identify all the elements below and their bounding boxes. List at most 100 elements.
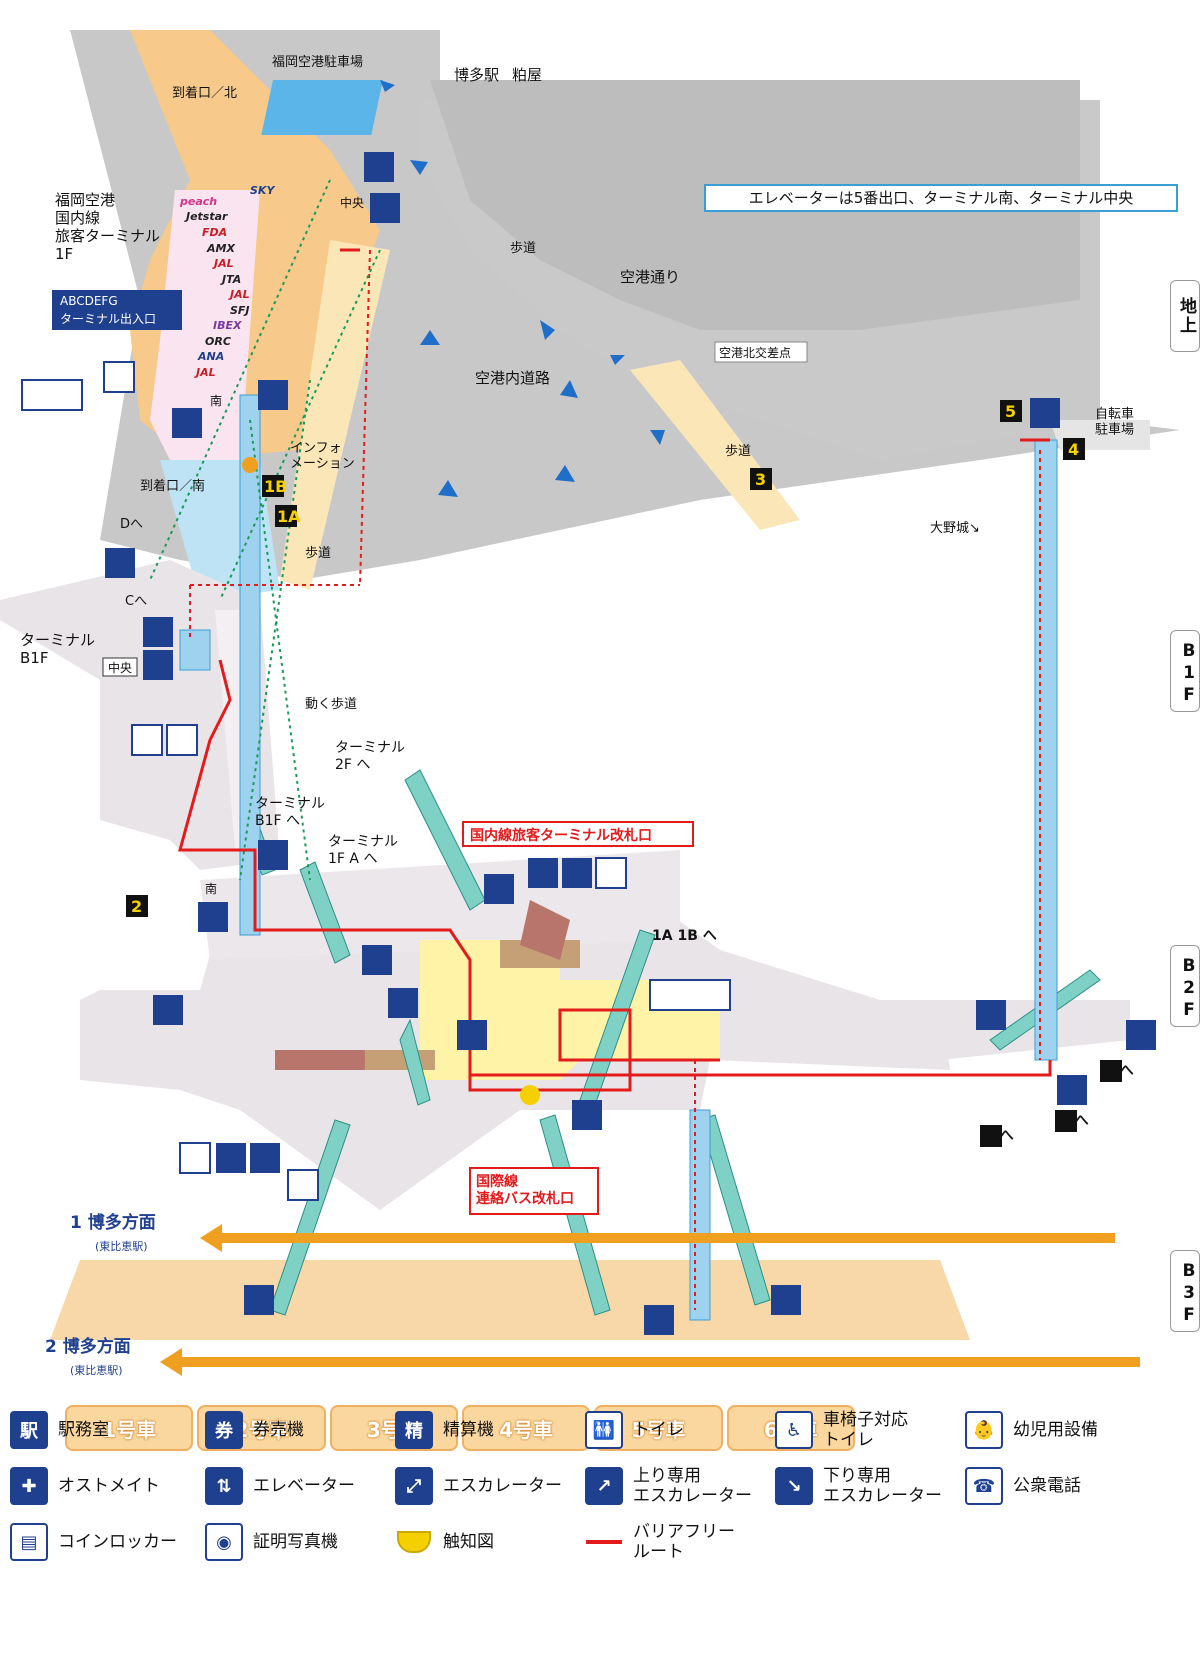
legend-label: 券売機 [253, 1420, 304, 1440]
airline-label: peach [179, 195, 217, 208]
photo-booth-icon [179, 1142, 211, 1174]
legend-item: ♿車椅子対応 トイレ [775, 1408, 908, 1452]
floor-tab-b1: B1F [1170, 630, 1200, 712]
legend-label: 精算機 [443, 1420, 494, 1440]
legend-item: 🚻トイレ [585, 1408, 684, 1452]
exit-1a: 1A [277, 507, 301, 526]
map-icons [21, 152, 1156, 1335]
airline-label: ANA [197, 350, 224, 363]
airline-label: JAL [212, 257, 234, 270]
south-label-1f: 南 [210, 393, 222, 408]
parking-label: 福岡空港駐車場 [272, 55, 363, 70]
kasuya-label: 粕屋 [512, 66, 542, 84]
elevator-icon [258, 380, 288, 410]
airline-label: ORC [205, 335, 231, 348]
down-escalator-icon: ↘ [775, 1467, 813, 1505]
car-box: 3号車 [329, 1405, 458, 1451]
airline-label: FDA [202, 226, 227, 239]
domestic-gate-box [462, 821, 694, 847]
airline-label: SFJ [230, 304, 250, 317]
toilet-icon [131, 724, 163, 756]
guide-dotted-lines [149, 179, 381, 881]
phone-icon [595, 857, 627, 889]
tactile-map-icon [520, 1085, 540, 1105]
legend-label: 駅務室 [58, 1420, 109, 1440]
legend-label: 幼児用設備 [1013, 1420, 1098, 1440]
fare-adjust-icon [388, 988, 418, 1018]
terminal-curb [150, 190, 260, 470]
track1-label: 1 博多方面 [70, 1212, 156, 1233]
intl-gate-box [469, 1167, 599, 1215]
baby-icon: 👶 [965, 1411, 1003, 1449]
elevator-icon [143, 650, 173, 680]
down-escalator-icon [244, 1285, 274, 1315]
wheelchair-icon [166, 724, 198, 756]
legend-item: ↗上り専用 エスカレーター [585, 1464, 752, 1508]
south-b2f-label: 南 [205, 881, 217, 896]
ticket-machine-icon: 券 [205, 1411, 243, 1449]
track-arrows [160, 1224, 1140, 1376]
ostomate-icon: ✚ [10, 1467, 48, 1505]
photo-booth-icon: ◉ [205, 1523, 243, 1561]
escalators [239, 769, 1101, 1316]
center-b1f-box [102, 657, 138, 677]
bike-parking-label: 自転車駐車場 [1095, 407, 1134, 438]
sidewalk-label-2: 歩道 [305, 546, 331, 561]
car-box: 1号車 [65, 1405, 194, 1451]
wheelchair-icon: ♿ [775, 1411, 813, 1449]
moving-walk-label: 動く歩道 [305, 697, 357, 712]
exit-3: 3 [755, 470, 766, 489]
entrances-caption: ターミナル出入口 [60, 312, 156, 326]
legend-item: ◉証明写真機 [205, 1520, 338, 1564]
exit-4: 4 [1068, 440, 1079, 459]
sidewalk-strip-left [280, 240, 390, 590]
center-label-1f: 中央 [340, 195, 364, 210]
car-box: 4号車 [461, 1405, 591, 1451]
exit-2: 2 [131, 897, 142, 916]
escalator-icon [172, 408, 202, 438]
legend-item: 触知図 [395, 1520, 494, 1564]
elevator-icon [198, 902, 228, 932]
phone-icon: ☎ [965, 1467, 1003, 1505]
domestic-gate-label: 国内線旅客ターミナル改札口 [470, 827, 652, 844]
intersection-box [714, 341, 808, 363]
down-escalator-icon [976, 1000, 1006, 1030]
barrier-free-route [178, 248, 1052, 1092]
to-c-label: Cへ [125, 594, 147, 609]
tactile-map-icon [395, 1523, 433, 1561]
sidewalk-label-3: 歩道 [725, 444, 751, 459]
barrier-free-route-icon [585, 1523, 623, 1561]
toilet-icon-b2f [649, 979, 731, 1011]
legend-item: 精精算機 [395, 1408, 494, 1452]
exit-markers: 1B 1A 2 3 4 5 [126, 400, 1122, 1147]
parking-building [261, 80, 383, 135]
to-1a-1b-label: 1A 1B へ [652, 928, 717, 944]
entrances-letters: ABCDEFG [60, 294, 118, 308]
elevator-note: エレベーターは5番出口、ターミナル南、ターミナル中央 [704, 184, 1178, 212]
elevator-icon [1057, 1075, 1087, 1105]
escalator-icon [484, 874, 514, 904]
up-escalator-icon [572, 1100, 602, 1130]
exit-5: 5 [1005, 402, 1016, 421]
legend-label: 上り専用 エスカレーター [633, 1466, 752, 1506]
station-office-icon: 駅 [10, 1411, 48, 1449]
down-escalator-icon [1126, 1020, 1156, 1050]
floor-tab-ground: 地上 [1170, 280, 1200, 352]
track2-sub: (東比恵駅) [70, 1363, 123, 1377]
airline-labels: peach Jetstar FDA AMX JAL JTA JAL SFJ IB… [179, 184, 275, 379]
station-office-icon [562, 858, 592, 888]
elevator-shafts [179, 394, 1058, 1321]
legend-label: エレベーター [253, 1476, 355, 1496]
locker-icon [103, 361, 135, 393]
escalator-icon [362, 945, 392, 975]
legend-label: コインロッカー [58, 1532, 177, 1552]
locker-icon [287, 1169, 319, 1201]
center-b1f-label: 中央 [108, 660, 132, 675]
floor-tab-b2: B2F [1170, 945, 1200, 1027]
escalator-icon [364, 152, 394, 182]
elevator-icon [370, 193, 400, 223]
